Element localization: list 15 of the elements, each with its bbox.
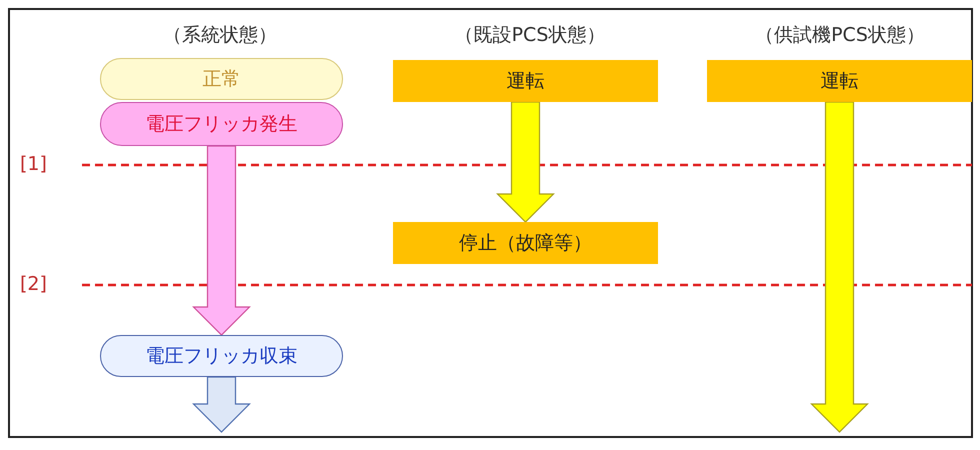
marker-number: [2] xyxy=(20,273,47,295)
state-box: 停止（故障等） xyxy=(393,222,658,264)
state-pill: 電圧フリッカ収束 xyxy=(100,335,343,377)
state-pill: 正常 xyxy=(100,58,343,100)
block-arrow xyxy=(496,101,555,223)
column-heading: （供試機PCS状態） xyxy=(755,23,925,48)
state-box: 運転 xyxy=(393,60,658,102)
block-arrow xyxy=(192,376,251,433)
marker-number: [1] xyxy=(20,153,47,175)
column-heading: （既設PCS状態） xyxy=(454,23,606,48)
column-heading: （系統状態） xyxy=(163,23,277,48)
block-arrow xyxy=(810,101,869,433)
state-pill: 電圧フリッカ発生 xyxy=(100,102,343,146)
state-box: 運転 xyxy=(707,60,972,102)
block-arrow xyxy=(192,145,251,336)
